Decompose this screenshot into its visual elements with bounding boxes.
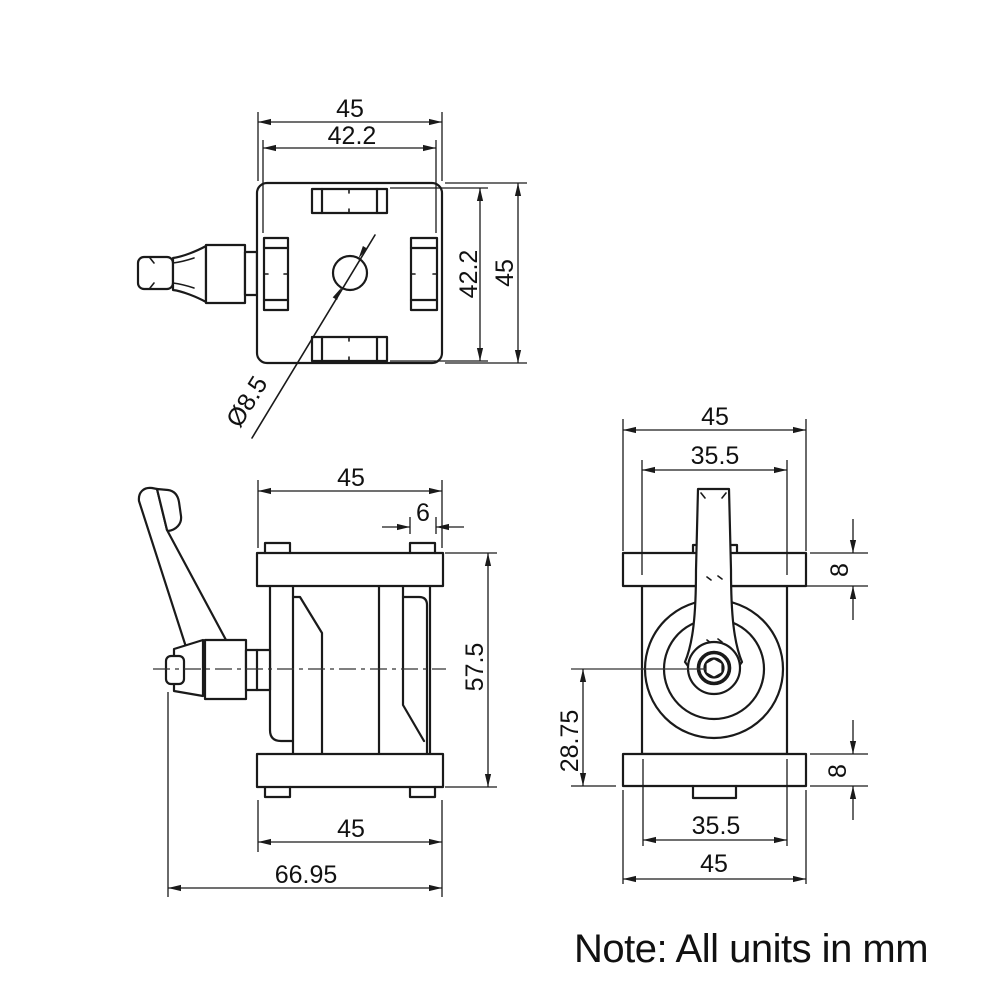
dim-top-inner-width: 42.2: [328, 122, 377, 150]
top-view: 45 42.2 42.2 45 Ø8.5: [136, 95, 527, 439]
bottom-tab-side: [691, 784, 738, 800]
lever-end-knob: [164, 654, 186, 686]
handle-grip-top: [136, 255, 175, 291]
screw-socket: [703, 657, 725, 679]
lever-tip-cap: [155, 487, 183, 533]
dim-top-overall-width: 45: [336, 95, 364, 123]
top-flange-front: [255, 551, 445, 588]
slot-tab-east: [409, 236, 439, 312]
dim-front-tab-width: 6: [416, 499, 430, 527]
side-view-dimensions: 45 35.5 8 28.75 8 35.5: [556, 403, 868, 884]
handle-flare-top: [171, 244, 208, 304]
dim-side-pivot-height: 28.75: [556, 710, 584, 773]
bottom-flange-side: [621, 752, 808, 788]
slot-tab-west: [262, 236, 290, 312]
top-view-dimensions: 45 42.2 42.2 45 Ø8.5: [221, 95, 527, 439]
dim-top-inner-height: 42.2: [455, 250, 483, 299]
handle-hub-top: [204, 243, 247, 305]
center-hole: [331, 254, 369, 292]
dim-side-top-inner-width: 35.5: [691, 442, 740, 470]
slot-tab-south: [310, 335, 389, 363]
dim-side-top-flange: 8: [826, 563, 854, 577]
dim-side-bottom-flange: 8: [824, 764, 852, 778]
dim-front-base-width: 45: [337, 815, 365, 843]
lever-arm-front: [137, 486, 228, 649]
hex-socket: [704, 657, 724, 679]
side-view: 45 35.5 8 28.75 8 35.5: [556, 403, 868, 884]
dim-side-bottom-inner-width: 35.5: [692, 812, 741, 840]
front-view: 45 6 57.5 45 66.95: [137, 464, 497, 897]
dim-hole-diameter: Ø8.5: [221, 371, 273, 432]
handle-neck-top: [243, 250, 259, 297]
slot-tab-north: [310, 187, 389, 215]
dim-front-height: 57.5: [461, 643, 489, 692]
front-view-dimensions: 45 6 57.5 45 66.95: [167, 464, 497, 897]
bottom-flange-tabs-front: [263, 785, 437, 799]
units-note: Note: All units in mm: [574, 927, 928, 971]
front-view-part: [137, 486, 446, 799]
bottom-flange-front: [255, 752, 445, 789]
top-flange-tabs-front: [263, 541, 437, 555]
dim-front-overall-length: 66.95: [275, 861, 338, 889]
dim-front-width: 45: [337, 464, 365, 492]
dim-side-bottom-width: 45: [700, 850, 728, 878]
dim-top-overall-height: 45: [491, 259, 519, 287]
top-view-part: [136, 181, 444, 365]
dim-side-top-width: 45: [701, 403, 729, 431]
side-view-part: [621, 487, 808, 800]
